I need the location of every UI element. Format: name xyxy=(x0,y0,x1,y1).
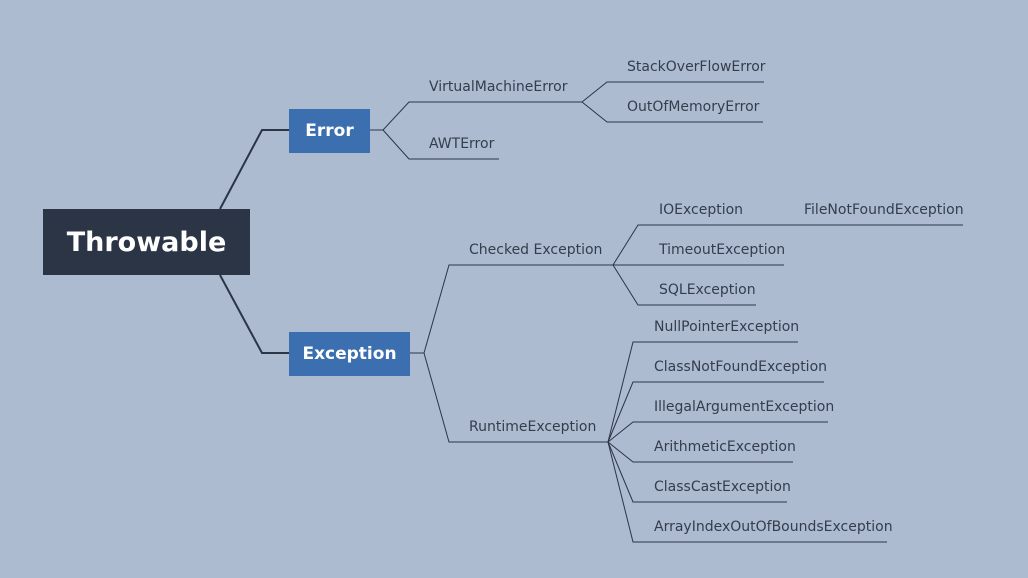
arithmetic-exception-node[interactable]: ArithmeticException xyxy=(654,439,796,455)
io-exception-node[interactable]: IOException xyxy=(659,202,744,218)
virtual-machine-error-node[interactable]: VirtualMachineError xyxy=(429,79,568,95)
array-index-out-of-bounds-exception-node[interactable]: ArrayIndexOutOfBoundsException xyxy=(654,519,893,535)
checked-exception-node[interactable]: Checked Exception xyxy=(469,242,603,258)
out-of-memory-error-node[interactable]: OutOfMemoryError xyxy=(627,99,760,115)
sql-exception-node[interactable]: SQLException xyxy=(659,282,756,298)
error-node[interactable]: Error xyxy=(289,109,370,153)
timeout-exception-node[interactable]: TimeoutException xyxy=(659,242,786,258)
runtime-exception-node[interactable]: RuntimeException xyxy=(469,419,597,435)
class-cast-exception-node[interactable]: ClassCastException xyxy=(654,479,791,495)
awt-error-node[interactable]: AWTError xyxy=(429,136,495,152)
class-not-found-exception-node[interactable]: ClassNotFoundException xyxy=(654,359,828,375)
file-not-found-exception-node[interactable]: FileNotFoundException xyxy=(804,202,964,218)
null-pointer-exception-node[interactable]: NullPointerException xyxy=(654,319,800,335)
stack-overflow-error-node[interactable]: StackOverFlowError xyxy=(627,59,766,75)
throwable-root-node[interactable]: Throwable xyxy=(43,209,250,275)
exception-node[interactable]: Exception xyxy=(289,332,410,376)
illegal-argument-exception-node[interactable]: IllegalArgumentException xyxy=(654,399,835,415)
